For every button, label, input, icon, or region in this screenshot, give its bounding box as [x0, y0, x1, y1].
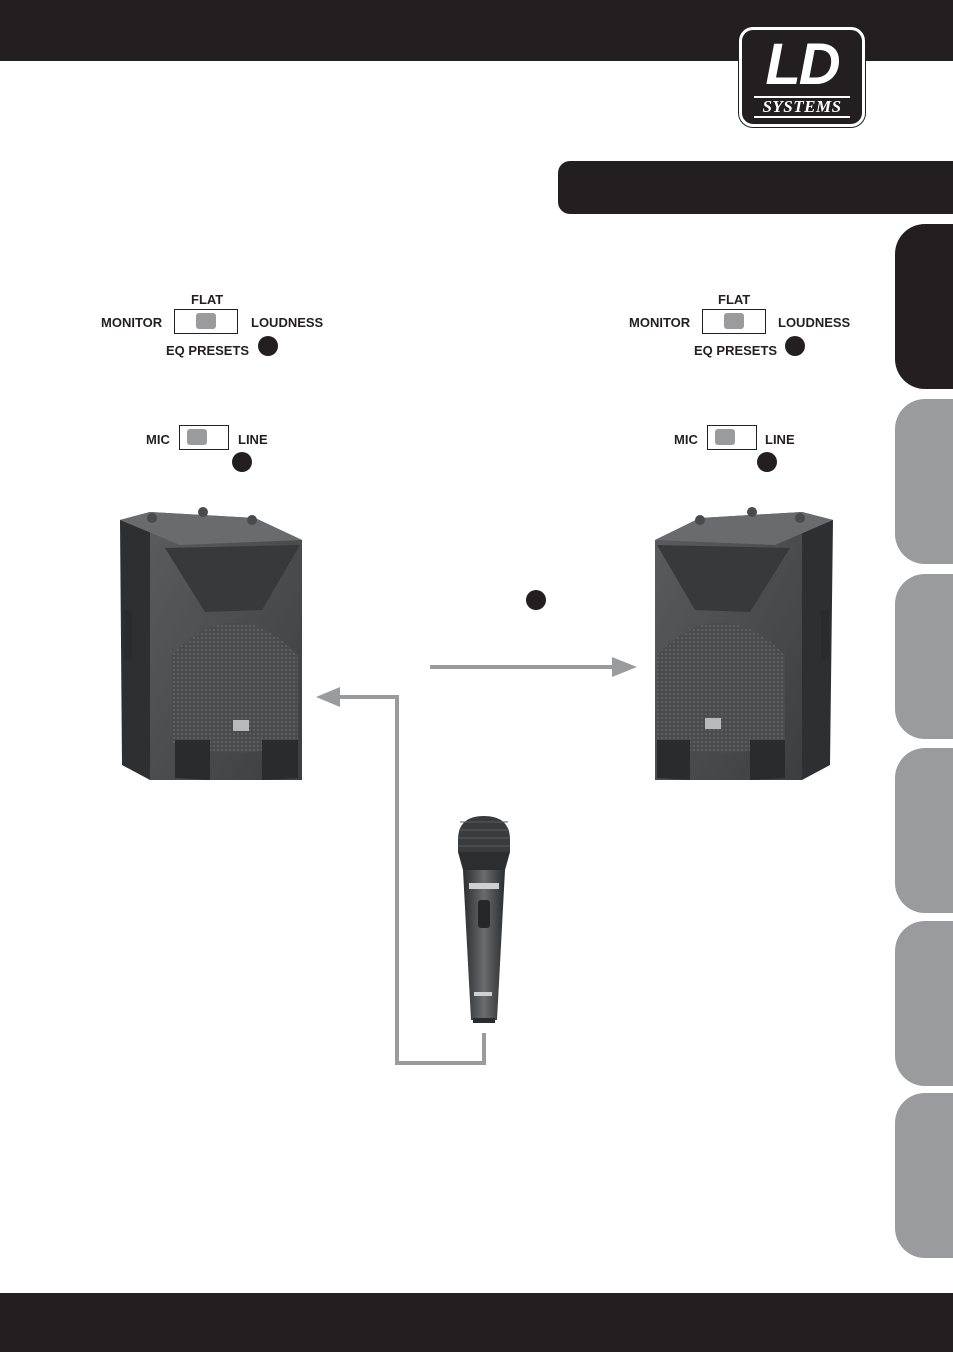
side-tab-6[interactable] [895, 1093, 953, 1258]
link-arrow [430, 657, 637, 677]
section-banner [558, 161, 953, 214]
side-tab-3[interactable] [895, 574, 953, 739]
right-input-switch-knob[interactable] [715, 429, 735, 445]
left-eq-monitor-label: MONITOR [101, 315, 163, 330]
left-input-indicator-dot [232, 452, 252, 472]
left-eq-switch-knob[interactable] [196, 313, 216, 329]
right-mic-label: MIC [674, 432, 698, 447]
right-eq-presets-label: EQ PRESETS [694, 343, 778, 358]
link-indicator-dot [526, 590, 546, 610]
right-speaker [655, 507, 833, 780]
right-eq-monitor-label: MONITOR [629, 315, 691, 330]
side-tab-2[interactable] [895, 399, 953, 564]
ld-systems-logo: LD SYSTEMS [739, 27, 865, 127]
right-eq-loudness-label: LOUDNESS [778, 315, 851, 330]
side-tab-1[interactable] [895, 224, 953, 389]
left-eq-presets-switch[interactable] [174, 309, 238, 334]
left-eq-flat-label: FLAT [191, 292, 224, 307]
left-input-switch-knob[interactable] [187, 429, 207, 445]
side-tab-4[interactable] [895, 748, 953, 913]
left-eq-presets-label: EQ PRESETS [166, 343, 250, 358]
right-eq-presets-switch[interactable] [702, 309, 766, 334]
right-eq-switch-knob[interactable] [724, 313, 744, 329]
left-mic-label: MIC [146, 432, 170, 447]
left-mic-line-switch[interactable] [179, 425, 229, 450]
footer-bar [0, 1293, 953, 1352]
logo-sub: SYSTEMS [754, 96, 850, 118]
right-eq-indicator-dot [785, 336, 805, 356]
right-input-indicator-dot [757, 452, 777, 472]
right-line-label: LINE [765, 432, 795, 447]
left-eq-loudness-label: LOUDNESS [251, 315, 324, 330]
left-line-label: LINE [238, 432, 268, 447]
right-eq-flat-label: FLAT [718, 292, 751, 307]
left-eq-indicator-dot [258, 336, 278, 356]
microphone [458, 816, 510, 1023]
logo-brand: LD [765, 32, 840, 97]
right-mic-line-switch[interactable] [707, 425, 757, 450]
side-tab-5[interactable] [895, 921, 953, 1086]
left-speaker [120, 507, 302, 780]
mic-cable-arrow [316, 687, 486, 1065]
